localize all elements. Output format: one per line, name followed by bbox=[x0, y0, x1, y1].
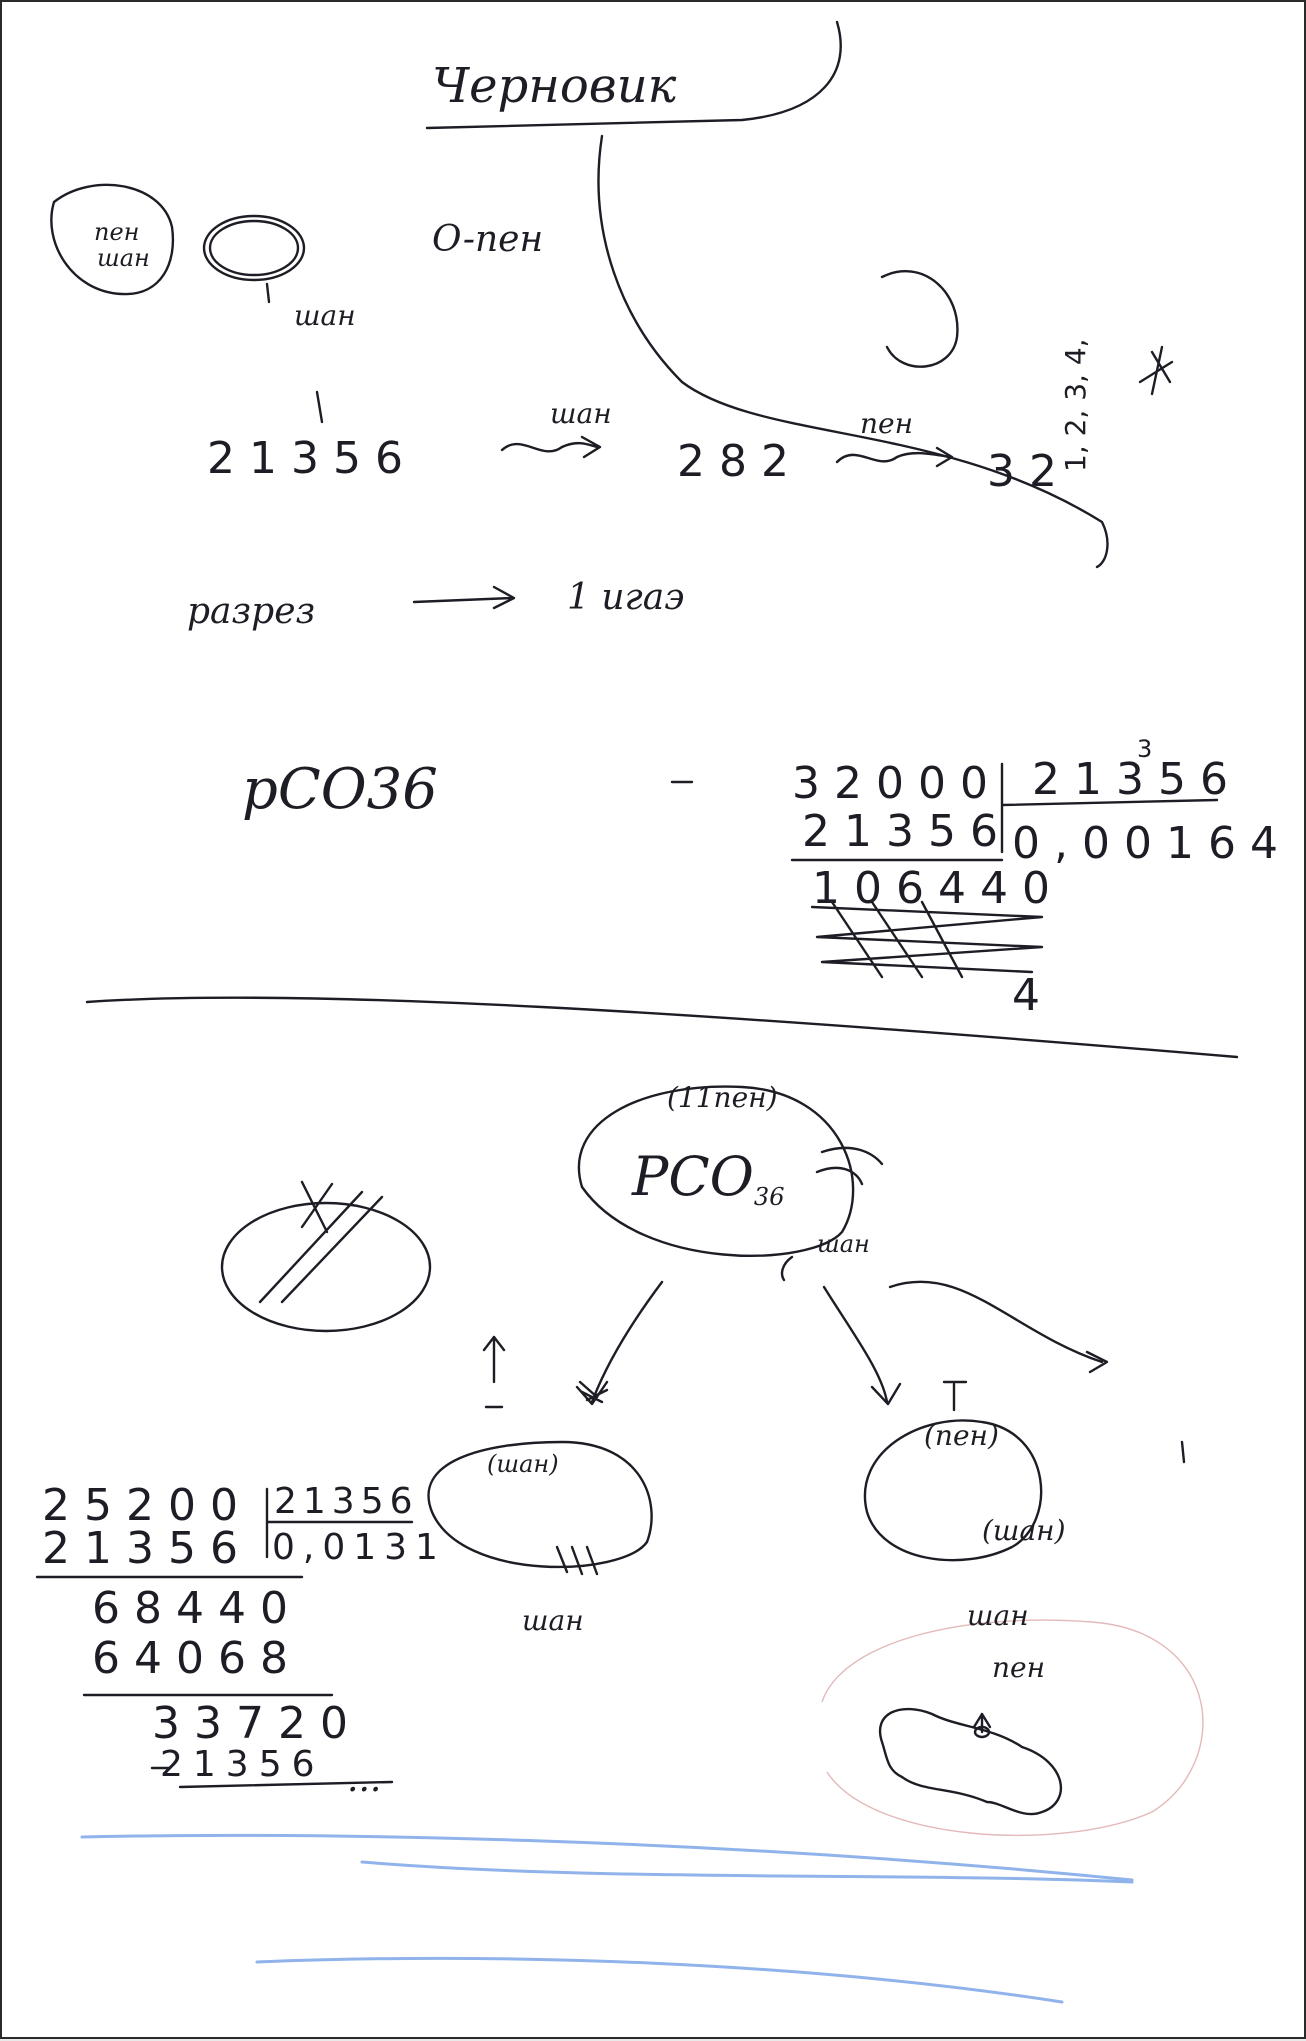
div1-remainder: 106440 bbox=[812, 863, 1064, 914]
center-formula-sub: 36 bbox=[753, 1183, 785, 1211]
razrez-arrow bbox=[412, 585, 516, 610]
center-formula: PCO36 bbox=[632, 1150, 785, 1211]
left-child-below-label: шан bbox=[522, 1604, 584, 1637]
circle-dashed bbox=[202, 214, 306, 282]
blue-stroke-3 bbox=[255, 1956, 1064, 2004]
div1-superscript: 3 bbox=[1137, 735, 1153, 763]
seq-arrow2-label: пен bbox=[860, 407, 914, 440]
div2-quotient: 0,0131 bbox=[272, 1527, 446, 1568]
small-loop bbox=[880, 270, 959, 368]
div1-tail-digit: 4 bbox=[1012, 970, 1054, 1021]
div2-minuend: 21356 bbox=[42, 1523, 252, 1574]
arrow-1 bbox=[500, 435, 602, 459]
div2-trail: ... bbox=[347, 1759, 382, 1800]
heading: Черновик bbox=[432, 58, 677, 114]
div2-step1: 68440 bbox=[92, 1583, 302, 1634]
right-child-bottom-label: (шан) bbox=[982, 1514, 1066, 1547]
left-child-ellipse bbox=[427, 1440, 653, 1569]
faint-red-loop bbox=[821, 1619, 1204, 1837]
center-side-label: шан bbox=[817, 1230, 870, 1258]
center-top-label: (11пен) bbox=[667, 1081, 778, 1114]
blob bbox=[878, 1707, 1062, 1816]
arrow-right-child bbox=[822, 1285, 902, 1406]
seq-n2: 282 bbox=[677, 436, 803, 487]
side-list: 1, 2, 3, 4, bbox=[1059, 338, 1092, 472]
div1-lines bbox=[790, 762, 1219, 862]
pco36-label: pCO36 bbox=[242, 757, 438, 822]
seq-arrow1-label: шан bbox=[550, 397, 612, 430]
seq-n1: 21356 bbox=[207, 433, 417, 484]
page-divider bbox=[85, 996, 1239, 1059]
bottom-right-label-pen: пен bbox=[992, 1651, 1046, 1684]
razrez-label: разрез bbox=[187, 591, 316, 632]
div1-scribble bbox=[810, 900, 1044, 979]
heading-underline bbox=[425, 20, 842, 130]
center-formula-main: PCO bbox=[632, 1145, 754, 1208]
razrez-result: 1 игаэ bbox=[567, 577, 685, 618]
div2-divisor: 21356 bbox=[274, 1481, 419, 1522]
arrow-far-right bbox=[888, 1280, 1109, 1374]
arrow-left-child bbox=[575, 1280, 664, 1406]
circle-label-pen: пен bbox=[94, 218, 140, 246]
right-child-ellipse bbox=[863, 1419, 1043, 1562]
div2-dividend: 25200 bbox=[42, 1480, 252, 1531]
label-shan-under-circle: шан bbox=[294, 299, 356, 332]
blue-stroke-2 bbox=[360, 1860, 1134, 1884]
s-curve bbox=[597, 134, 1109, 569]
div2-step4: 21356 bbox=[160, 1744, 325, 1785]
bottom-right-label-shan: шан bbox=[967, 1599, 1029, 1632]
right-child-top-label: (пен) bbox=[924, 1419, 999, 1452]
div1-minuend: 21356 bbox=[802, 806, 1012, 857]
seq-n3: 32 bbox=[987, 446, 1071, 497]
circle-label-shan: шан bbox=[97, 244, 150, 272]
left-child-top-label: (шан) bbox=[487, 1450, 559, 1478]
div2-lines bbox=[35, 1487, 414, 1789]
div1-quotient: 0,00164 bbox=[1012, 818, 1292, 869]
o-pen-label: O-пен bbox=[432, 219, 544, 260]
div2-step3: 33720 bbox=[152, 1698, 362, 1749]
scribbled-ellipse bbox=[220, 1201, 432, 1333]
div2-step2: 64068 bbox=[92, 1633, 302, 1684]
circle-pen-shan bbox=[50, 183, 175, 296]
arrow-2 bbox=[835, 446, 954, 468]
div1-dividend: 32000 bbox=[792, 758, 1002, 809]
blue-stroke-1 bbox=[80, 1833, 1134, 1882]
div1-divisor: 21356 bbox=[1032, 754, 1242, 805]
